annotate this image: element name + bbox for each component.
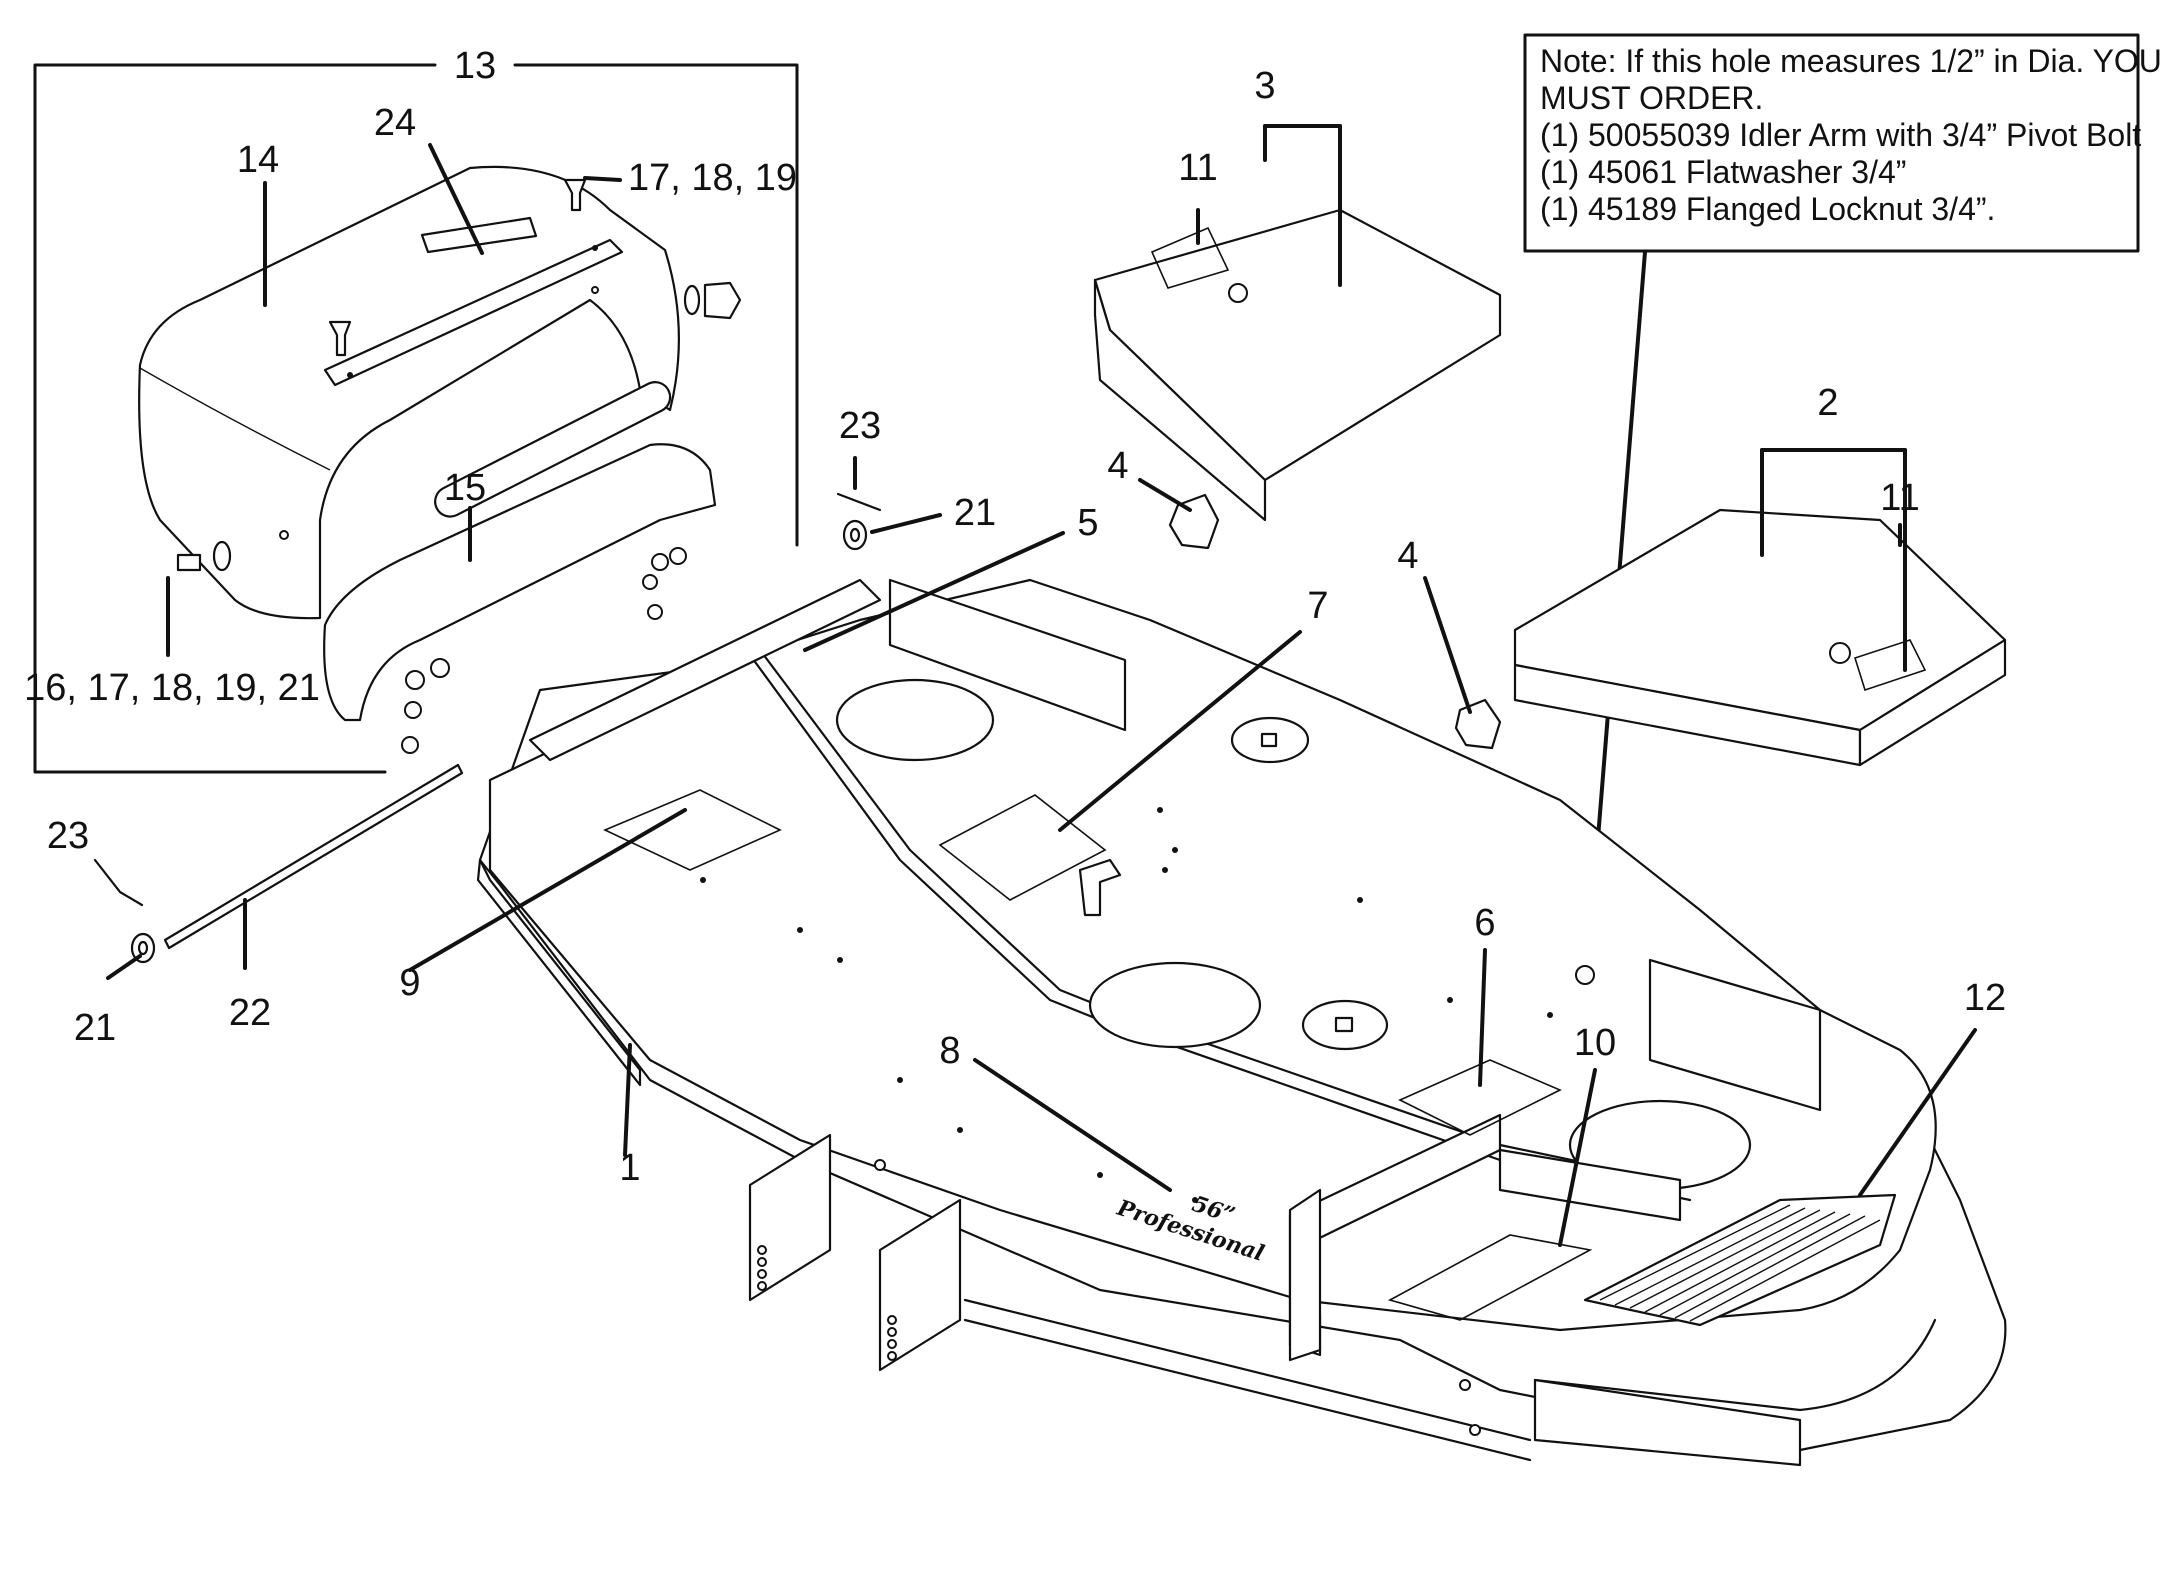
callout-3: 3 — [1254, 65, 1275, 107]
decal-9 — [603, 789, 782, 871]
callout-8: 8 — [939, 1030, 960, 1072]
cover-part-3 — [1093, 208, 1502, 522]
decal-7 — [938, 794, 1107, 901]
leader-lines — [106, 124, 1977, 1247]
idler-bracket-part-15 — [323, 381, 717, 754]
callout-22: 22 — [229, 992, 271, 1034]
callout-4-b: 4 — [1397, 535, 1418, 577]
callout-11-cover-2: 11 — [1880, 477, 1919, 519]
callout-2: 2 — [1817, 382, 1838, 424]
callout-labels: 3 11 2 11 4 4 5 7 6 10 12 8 1 9 13 14 24… — [24, 45, 2006, 1189]
callout-24: 24 — [374, 102, 416, 144]
callout-16-17-18-19-21: 16, 17, 18, 19, 21 — [24, 667, 320, 709]
washer-part-21-top — [842, 519, 868, 551]
callout-7: 7 — [1307, 585, 1328, 627]
decal-10 — [1387, 1234, 1593, 1321]
note-line-2: MUST ORDER. — [1540, 80, 1763, 116]
callout-10: 10 — [1574, 1022, 1616, 1064]
callout-23-left: 23 — [47, 815, 89, 857]
callout-5: 5 — [1077, 502, 1098, 544]
callout-6: 6 — [1474, 902, 1495, 944]
callout-21-top: 21 — [954, 492, 996, 534]
callout-21-left: 21 — [74, 1007, 116, 1049]
decal-6 — [1398, 1059, 1562, 1136]
knob-part-4-a — [1168, 493, 1220, 550]
cotter-pin-part-23-top — [836, 492, 882, 512]
cover-part-2 — [1513, 508, 2007, 767]
callout-12: 12 — [1964, 977, 2006, 1019]
callout-13: 13 — [454, 45, 496, 87]
note-box: Note: If this hole measures 1/2” in Dia.… — [1523, 33, 2160, 253]
belt-cover-part-14 — [138, 165, 742, 620]
inset-box-13 — [33, 63, 799, 774]
discharge-grille-hatch — [1599, 1204, 1881, 1322]
note-line-5: (1) 45189 Flanged Locknut 3/4”. — [1540, 191, 1995, 227]
note-line-4: (1) 45061 Flatwasher 3/4” — [1540, 154, 1906, 190]
knob-part-4-b — [1454, 698, 1502, 750]
cotter-pin-part-23-left — [93, 858, 144, 907]
note-line-3: (1) 50055039 Idler Arm with 3/4” Pivot B… — [1540, 117, 2141, 153]
callout-15: 15 — [444, 467, 486, 509]
callout-4-a: 4 — [1107, 445, 1128, 487]
callout-14: 14 — [237, 139, 279, 181]
callout-17-18-19: 17, 18, 19 — [628, 157, 797, 199]
callout-23-top: 23 — [839, 405, 881, 447]
callout-1: 1 — [619, 1147, 640, 1189]
callout-11-cover-3: 11 — [1178, 147, 1217, 189]
rod-part-22 — [163, 763, 464, 950]
washer-part-21-left — [130, 932, 156, 964]
callout-9: 9 — [399, 962, 420, 1004]
note-line-1: Note: If this hole measures 1/2” in Dia.… — [1540, 43, 2160, 79]
mower-deck-part-1 — [476, 578, 2007, 1467]
